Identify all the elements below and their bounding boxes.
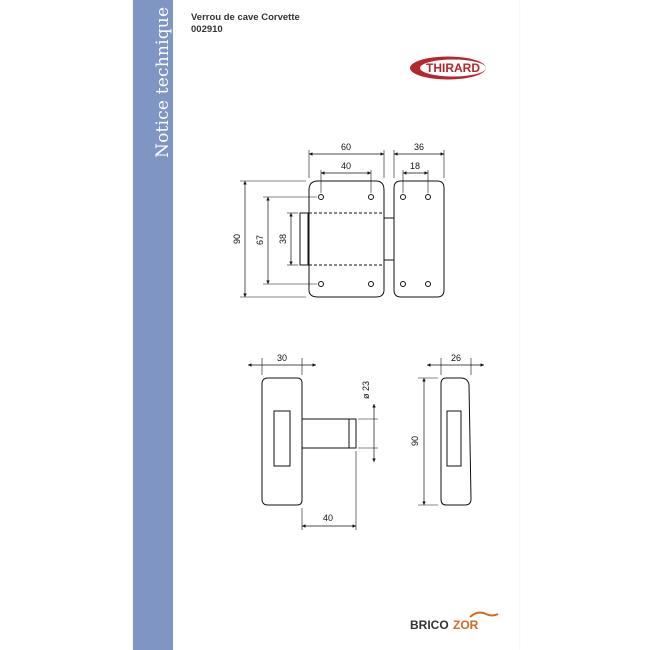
dim-keeper-90-label: 90 <box>410 436 420 446</box>
dim-38-label: 38 <box>278 234 288 244</box>
product-code: 002910 <box>191 24 223 35</box>
product-name: Verrou de cave Corvette <box>191 12 300 23</box>
dim-18-label: 18 <box>410 161 420 171</box>
screw-hole <box>400 281 406 287</box>
dim-67-label: 67 <box>255 235 265 245</box>
screw-hole <box>368 281 374 287</box>
sidebar: Notice technique <box>133 0 173 650</box>
keeper-body <box>393 180 445 298</box>
dim-40-label: 40 <box>341 161 351 171</box>
front-view <box>240 150 445 298</box>
keeper-side-view-labels: 26 90 <box>410 353 461 446</box>
dim-36-label: 36 <box>414 142 424 152</box>
screw-hole <box>425 281 431 287</box>
logo-text-part2: ZOR <box>453 618 479 632</box>
logo-inner <box>420 59 486 77</box>
front-view-labels: 60 40 36 18 90 67 38 <box>232 142 424 245</box>
keeper-slot <box>446 410 462 467</box>
screw-hole <box>400 194 406 200</box>
side-body <box>261 377 303 506</box>
keeper-side-body <box>440 377 472 506</box>
logo-swoosh <box>469 611 499 618</box>
dim-bolt-40-label: 40 <box>323 513 333 523</box>
dim-diameter-label: ø 23 <box>361 381 371 399</box>
dim-26-label: 26 <box>451 353 461 363</box>
side-view-labels: 30 40 ø 23 <box>277 353 371 523</box>
side-view <box>248 358 378 530</box>
lock-body <box>308 180 385 298</box>
dim-90-label: 90 <box>232 234 242 244</box>
screw-hole <box>368 194 374 200</box>
bolt-tongue <box>299 212 309 266</box>
knob-shaft <box>301 418 357 449</box>
thirard-logo: THIRARD <box>409 56 487 80</box>
bricozor-logo: BRICO ZOR <box>408 608 508 636</box>
logo-text-part1: BRICO <box>410 618 449 632</box>
dim-60-label: 60 <box>341 142 351 152</box>
keeper-side-view <box>418 358 484 506</box>
screw-hole <box>318 194 324 200</box>
screw-hole <box>425 194 431 200</box>
technical-sheet <box>133 0 519 650</box>
logo-text: THIRARD <box>426 61 480 75</box>
dim-30-label: 30 <box>277 353 287 363</box>
screw-hole <box>318 281 324 287</box>
side-slot <box>273 410 291 467</box>
